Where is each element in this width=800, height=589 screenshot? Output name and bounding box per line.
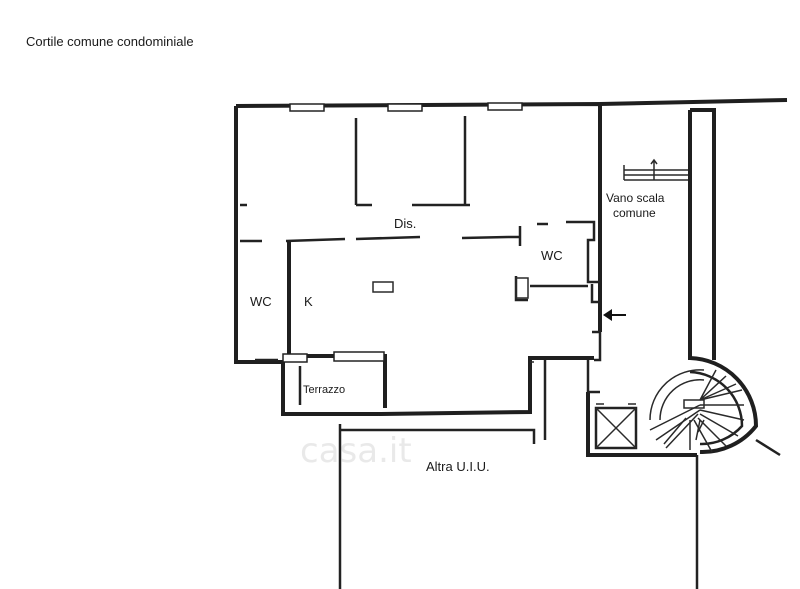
room-label-dis: Dis. xyxy=(394,216,416,231)
top-windows xyxy=(289,102,523,112)
watermark-text: casa.it xyxy=(300,431,412,471)
room-label-altra-uiu: Altra U.I.U. xyxy=(426,459,490,474)
plan-title: Cortile comune condominiale xyxy=(26,34,194,49)
interior-walls xyxy=(240,116,602,362)
room-label-terrazzo: Terrazzo xyxy=(303,384,345,396)
room-label-vano-scala: Vano scala xyxy=(606,191,665,205)
spiral-staircase-icon xyxy=(649,356,781,457)
room-label-kitchen: K xyxy=(304,294,313,309)
arrow-left-icon xyxy=(603,309,626,321)
lift-shaft-icon xyxy=(594,403,638,450)
room-label-vano-scala-comune: comune xyxy=(613,206,656,220)
room-label-wc-left: WC xyxy=(250,294,272,309)
outer-walls xyxy=(234,98,788,364)
room-label-wc-right: WC xyxy=(541,248,563,263)
lower-walls xyxy=(255,351,699,589)
landing-steps xyxy=(623,158,688,181)
